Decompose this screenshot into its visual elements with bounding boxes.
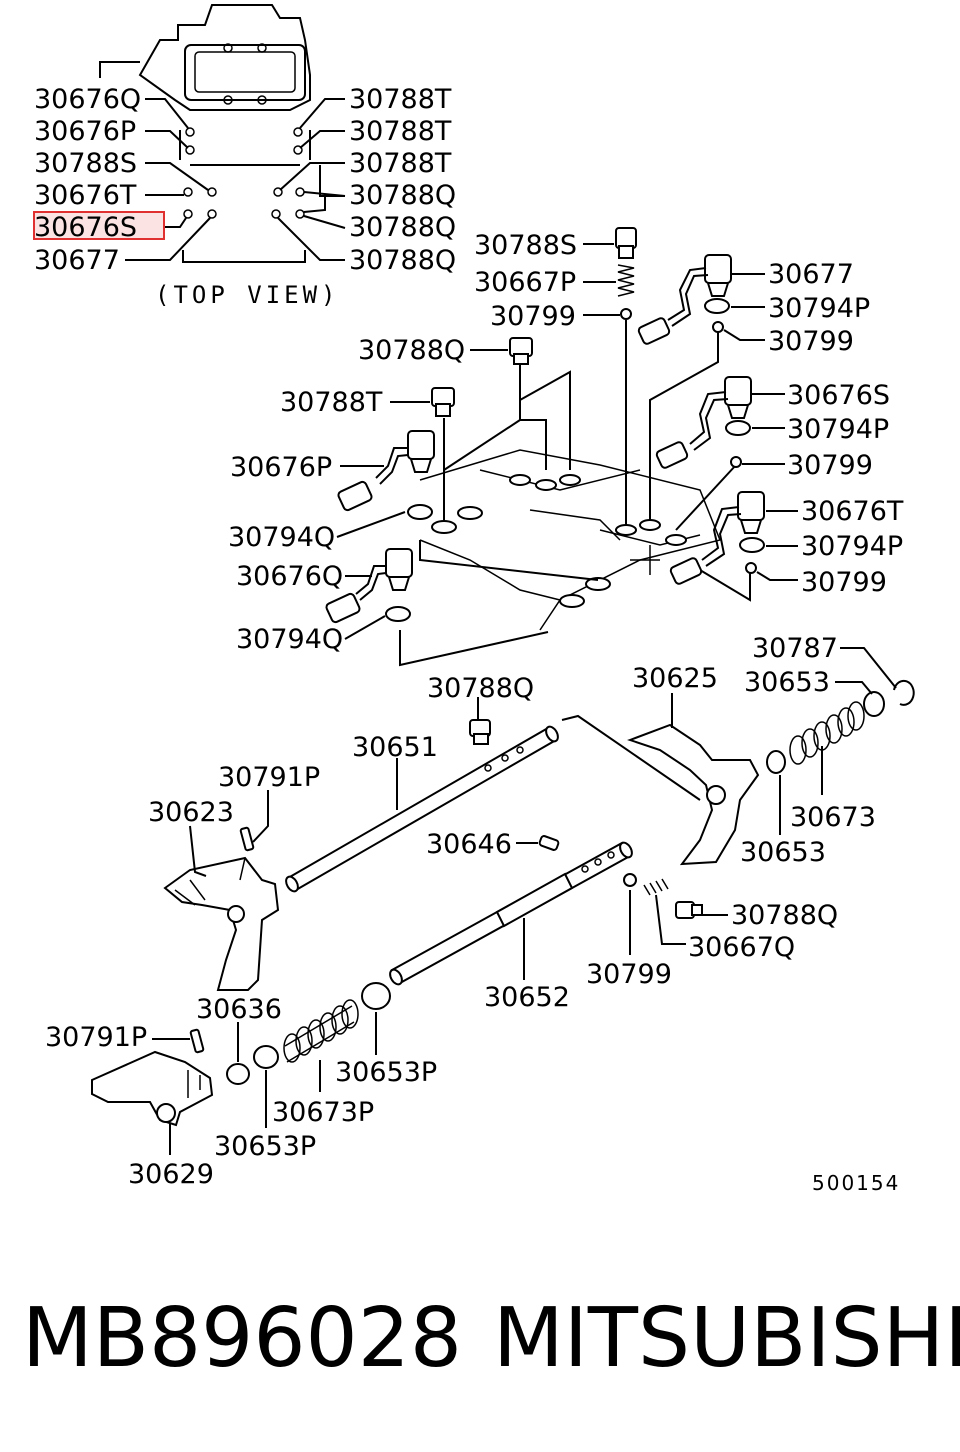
callout-30799-d: 30799	[801, 567, 887, 598]
callout-30667P: 30667P	[474, 267, 576, 298]
callout-30794P-a: 30794P	[768, 293, 870, 324]
shift-rail-assembly	[91, 679, 915, 1127]
shift-rail-callout-labels: 30787 30653 30625 30788Q 30651 30791P 30…	[45, 633, 876, 1190]
callout-30673: 30673	[790, 802, 876, 833]
callout-30794Q-a: 30794Q	[228, 522, 335, 553]
drawing-number: 500154	[812, 1171, 900, 1195]
valve-body-assembly	[325, 227, 765, 667]
callout-30623: 30623	[148, 797, 234, 828]
brand-name: MITSUBISHI	[493, 1291, 960, 1386]
top-view-caption: (TOP VIEW)	[155, 281, 340, 309]
callout-30676T-a: 30676T	[801, 496, 904, 527]
callout-30788Q-a: 30788Q	[358, 335, 465, 366]
highlight-box	[33, 211, 165, 240]
label-30788S: 30788S	[34, 148, 137, 179]
callout-30799-e: 30799	[586, 959, 672, 990]
label-30677: 30677	[34, 245, 120, 276]
label-30788T-3: 30788T	[349, 148, 452, 179]
label-30676S-highlighted[interactable]: 30676S	[34, 212, 137, 243]
part-number: MB896028	[22, 1291, 462, 1386]
callout-30794Q-b: 30794Q	[236, 624, 343, 655]
callout-30629: 30629	[128, 1159, 214, 1190]
label-30788Q-2: 30788Q	[349, 212, 456, 243]
callout-30799-b: 30799	[768, 326, 854, 357]
callout-30676Q-a: 30676Q	[236, 561, 343, 592]
callout-30636: 30636	[196, 994, 282, 1025]
callout-30667Q: 30667Q	[688, 932, 795, 963]
callout-30799-c: 30799	[787, 450, 873, 481]
label-30676P: 30676P	[34, 116, 136, 147]
callout-30788T-a: 30788T	[280, 387, 383, 418]
callout-30653P-2: 30653P	[214, 1131, 316, 1162]
callout-30788Q-c: 30788Q	[731, 900, 838, 931]
callout-30676P-a: 30676P	[230, 452, 332, 483]
callout-30788Q-b: 30788Q	[427, 673, 534, 704]
valve-leaders	[336, 243, 798, 640]
callout-30788S: 30788S	[474, 230, 577, 261]
callout-30799-a: 30799	[490, 301, 576, 332]
valve-callout-labels: 30788S 30667P 30799 30788Q 30788T 30676P…	[228, 230, 904, 655]
callout-30791P-a: 30791P	[218, 762, 320, 793]
callout-30646: 30646	[426, 829, 512, 860]
label-30788Q-1: 30788Q	[349, 180, 456, 211]
callout-30676S-a: 30676S	[787, 380, 890, 411]
shift-rail-leaders	[152, 647, 897, 1155]
callout-30791P-b: 30791P	[45, 1022, 147, 1053]
label-30788T-1: 30788T	[349, 84, 452, 115]
callout-30653-a: 30653	[744, 667, 830, 698]
callout-30787: 30787	[752, 633, 838, 664]
callout-30677: 30677	[768, 259, 854, 290]
callout-30794P-b: 30794P	[787, 414, 889, 445]
callout-30653P-1: 30653P	[335, 1057, 437, 1088]
callout-30794P-c: 30794P	[801, 531, 903, 562]
top-view-inset	[99, 4, 346, 263]
label-30788T-2: 30788T	[349, 116, 452, 147]
callout-30625: 30625	[632, 663, 718, 694]
callout-30673P: 30673P	[272, 1097, 374, 1128]
label-30788Q-3: 30788Q	[349, 245, 456, 276]
label-30676T: 30676T	[34, 180, 137, 211]
label-30676Q: 30676Q	[34, 84, 141, 115]
callout-30651: 30651	[352, 732, 438, 763]
callout-30653-b: 30653	[740, 837, 826, 868]
top-view-labels: 30676Q 30676P 30788S 30676T 30676S 30677…	[34, 84, 456, 309]
callout-30652: 30652	[484, 982, 570, 1013]
